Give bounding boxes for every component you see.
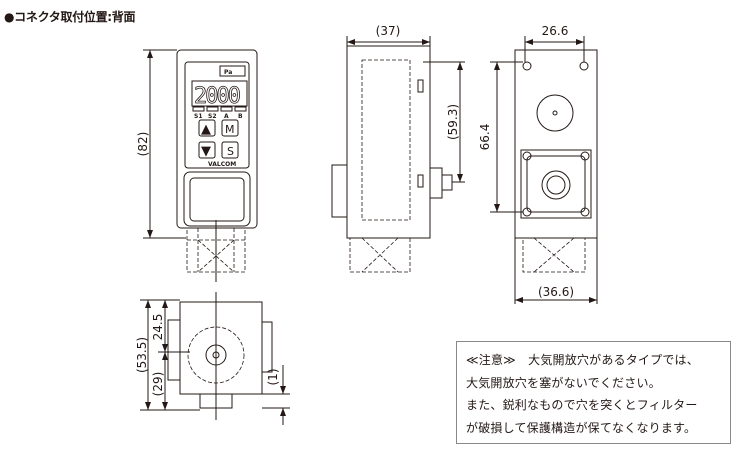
section-title: ●コネクタ取付位置:背面	[4, 10, 136, 24]
dim-hole-pitch-y: 66.4	[478, 124, 492, 151]
note-line: ≪注意≫ 大気開放穴があるタイプでは、	[466, 353, 699, 367]
brand-logo: VALCOM	[208, 161, 236, 168]
note-line: 大気開放穴を塞がないでください。	[466, 375, 661, 390]
indicator-leds	[192, 106, 247, 112]
note-line: が破損して保護構造が保てなくなります。	[466, 420, 697, 435]
note-line: また、鋭利なもので穴を突くとフィルター	[466, 398, 698, 412]
dim-lower: (29)	[151, 372, 165, 397]
bottom-view: (53.5) 24.5 (29) (1)	[135, 292, 290, 425]
mode-button: M	[225, 123, 235, 136]
dim-offset: (1)	[266, 369, 280, 386]
display-value: 2000	[194, 84, 240, 109]
caution-note: ≪注意≫ 大気開放穴があるタイプでは、 大気開放穴を塞がないでください。 また、…	[456, 341, 731, 444]
set-button: S	[227, 145, 234, 158]
dim-hole-pitch-x: 26.6	[542, 24, 569, 38]
side-view: (37) (59.3)	[331, 24, 465, 273]
front-view: Pa 2000 S1 S2 A B ▲ M ▼ S VALCOM (82)	[136, 49, 258, 282]
dim-upper: 24.5	[151, 314, 165, 341]
indicator-a: A	[224, 113, 229, 120]
indicator-b: B	[238, 113, 243, 120]
dim-depth: (37)	[376, 24, 401, 38]
indicator-s2: S2	[208, 113, 217, 120]
dim-connector-height: (59.3)	[446, 104, 460, 140]
unit-label: Pa	[224, 69, 232, 76]
dim-width: (36.6)	[538, 285, 574, 299]
dim-total: (53.5)	[135, 337, 149, 373]
dim-height: (82)	[136, 132, 150, 157]
rear-view: 26.6 66.4 (36.6)	[478, 24, 598, 304]
down-button: ▼	[201, 144, 211, 159]
indicator-s1: S1	[194, 113, 203, 120]
fitting	[186, 220, 246, 282]
up-button: ▲	[201, 122, 211, 137]
